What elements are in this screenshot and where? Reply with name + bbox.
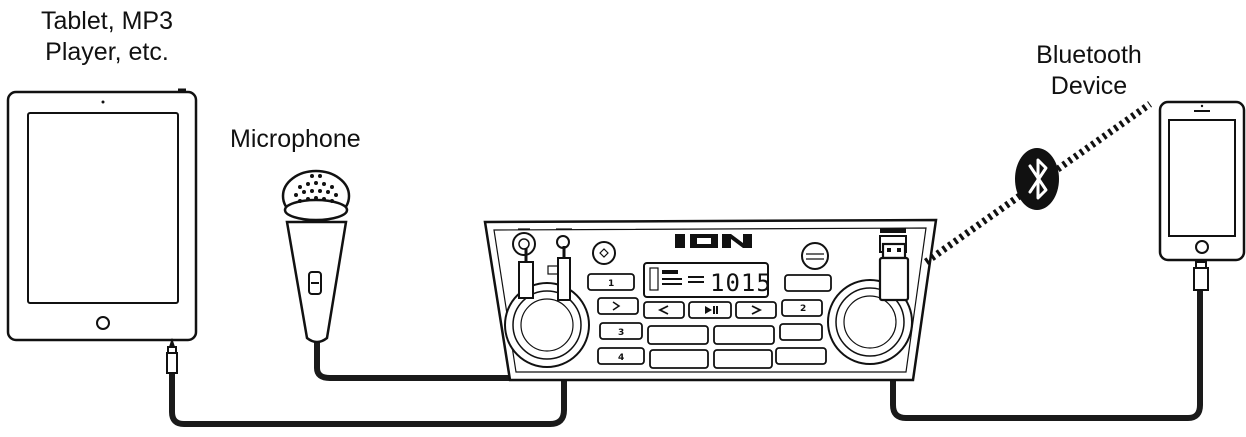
speaker-button-labels: 1 2 3 4	[608, 279, 806, 363]
tablet-label: Tablet, MP3 Player, etc.	[12, 6, 202, 68]
tablet-label-line2: Player, etc.	[45, 38, 169, 66]
speaker-button-label-2: 2	[800, 304, 806, 314]
aux-plug-tablet	[166, 337, 178, 374]
microphone-icon	[281, 169, 351, 344]
speaker-button-label-3: 3	[618, 328, 624, 338]
usb-plug	[878, 242, 910, 302]
smartphone-icon	[1158, 100, 1246, 262]
tablet-label-line1: Tablet, MP3	[40, 7, 173, 35]
microphone-label: Microphone	[230, 125, 361, 153]
microphone-cable	[314, 297, 529, 381]
aux-plug-speaker	[557, 246, 571, 301]
mic-plug	[518, 248, 534, 299]
bluetooth-label-line2: Device	[1050, 72, 1128, 100]
aux-cable	[169, 297, 567, 427]
tablet-icon	[6, 88, 198, 342]
speaker-panel-icon	[483, 218, 938, 382]
bluetooth-icon	[1015, 148, 1059, 210]
speaker-button-label-1: 1	[608, 279, 614, 289]
bluetooth-label-line1: Bluetooth	[1036, 41, 1142, 69]
ion-logo	[675, 234, 752, 248]
speaker-button-label-4: 4	[618, 353, 624, 363]
speaker-display-digits: 1015	[710, 269, 772, 297]
usb-cable	[890, 287, 1203, 421]
bluetooth-label: Bluetooth Device	[1014, 40, 1164, 102]
phone-plug	[1193, 261, 1209, 291]
